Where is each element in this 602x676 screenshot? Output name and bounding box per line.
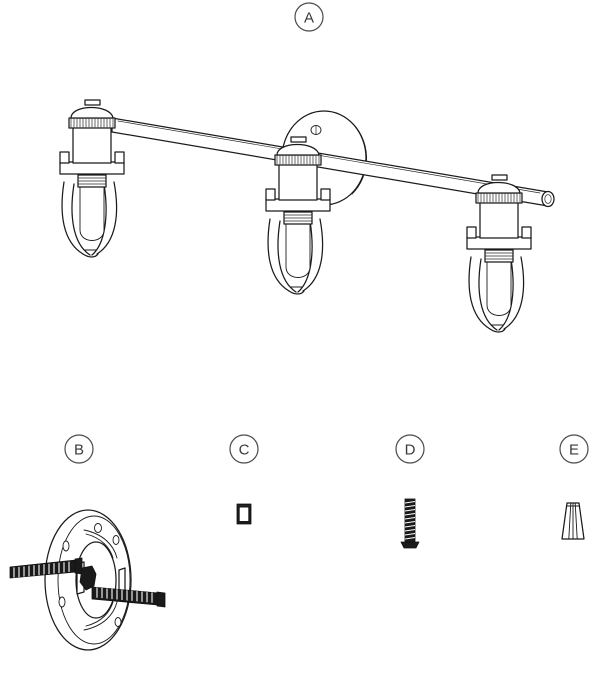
cage-wires-center [267,218,324,295]
flange-post-right-1 [466,226,477,239]
bracket-stud-1 [9,557,83,579]
knurl-texture-right [477,193,521,203]
socket-flange-right [466,236,532,250]
wall-anchor [561,502,585,540]
mounting-screw [400,498,420,549]
socket-dome-left [70,107,114,119]
callout-d-ring [395,434,425,464]
flange-post-center-2 [320,188,331,201]
callout-b-ring [64,434,94,464]
callout-e-ring [559,434,589,464]
callout-c-label: C [239,442,250,459]
crossbar-end-cap [541,190,555,208]
cage-wire-4 [302,218,324,292]
cage-lamp-left [59,99,125,258]
cage-lamp-center [265,136,331,295]
socket-body-center [278,162,318,201]
anchor-rib-1 [568,502,572,540]
canopy-inner-edge [349,120,368,195]
cage-wires-left [61,181,118,258]
cage-bottom-loop [82,253,99,258]
bulb-base-threads-left [77,177,107,185]
cage-wire-2 [478,258,498,331]
bulb-right [486,260,512,316]
crossbar-highlight [117,120,541,194]
callout-a: A [294,2,324,32]
center-nut-body [79,565,97,591]
socket-nipple-left [84,99,101,106]
socket-nipple-right [491,174,508,181]
callout-e: E [559,434,589,464]
knurl-texture-left [70,118,114,128]
screw-head [400,541,420,549]
bracket-arc-slot-bottom-2 [85,601,114,627]
cage-wire-1 [267,218,290,292]
callout-a-ring [294,2,324,32]
screw-threads [404,501,416,540]
socket-dome-right [477,182,521,194]
callout-d: D [395,434,425,464]
callout-c-ring [229,434,259,464]
cage-wire-3 [91,183,107,256]
bulb-center [285,222,311,278]
bracket-hole-1 [62,540,70,552]
bulb-left [79,185,105,241]
bulb-base-threads-right [484,252,514,260]
bracket-hole-3 [94,523,102,533]
cage-wire-2 [277,220,297,293]
spacer-bore [239,507,249,521]
socket-flange-left [59,161,125,175]
cage-bottom-loop [489,328,506,333]
flange-post-left-1 [59,151,70,164]
bracket-plate-inner-edge [57,515,131,645]
anchor-rib-3 [574,502,578,540]
cage-wire-2 [71,183,91,256]
cage-wire-4 [503,256,525,330]
callout-b: B [64,434,94,464]
cage-wires-right [468,256,525,333]
cage-lamp-right [466,174,532,333]
crossbar-end-bore [544,194,552,204]
callout-b-label: B [74,442,84,459]
socket-flange-center [265,198,331,212]
callout-c: C [229,434,259,464]
cage-wire-1 [468,256,491,330]
callout-a-label: A [304,10,314,27]
spacer-block [236,503,252,525]
bulb-base-threads-center [283,214,313,222]
socket-dome-center [276,144,320,156]
cage-bottom-loop [288,290,305,295]
cage-wire-4 [96,181,118,255]
cage-wire-3 [297,220,313,293]
flange-post-left-2 [114,151,125,164]
bracket-arc-slot-bottom [83,601,118,631]
socket-body-right [479,200,519,239]
stud-2-threads [96,587,153,603]
bracket-hole-5 [114,617,122,627]
callout-d-label: D [405,442,416,459]
stud-2-collar [156,591,166,608]
cage-wire-3 [498,258,514,331]
knurl-texture-center [276,155,320,165]
mounting-bracket-plate [9,509,166,651]
flange-post-center-1 [265,188,276,201]
bracket-center-nut [79,565,97,591]
flange-post-right-2 [521,226,532,239]
bracket-stud-2 [91,586,166,608]
stud-1-collar [74,557,83,575]
bracket-arc-slot-top-2 [85,533,114,559]
bracket-hole-2 [58,596,66,608]
cage-wire-1 [61,181,84,255]
bracket-hole-4 [112,535,120,545]
socket-nipple-center [290,136,307,143]
socket-body-left [72,125,112,164]
callout-e-label: E [569,442,579,459]
stud-1-threads [13,561,70,578]
bracket-arc-slot-top [83,529,118,559]
fixture-assembly [59,99,555,333]
